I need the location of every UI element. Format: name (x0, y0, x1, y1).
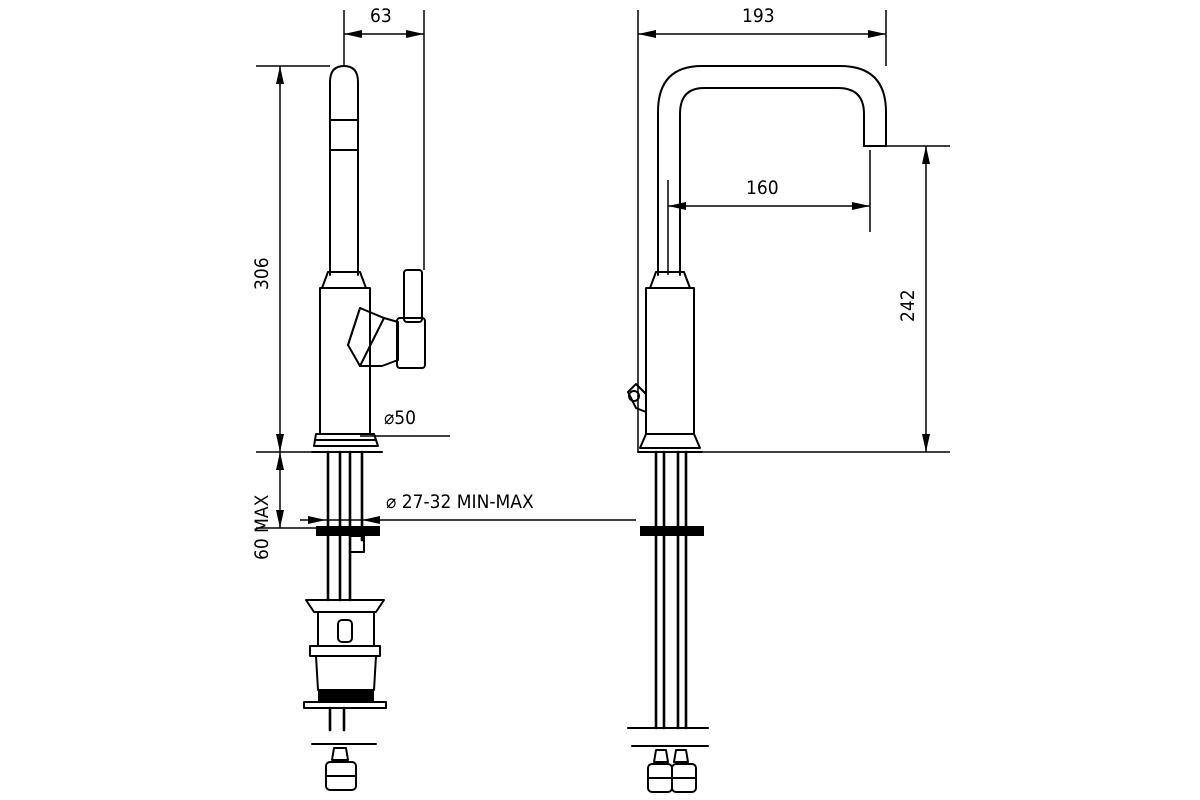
side-handle-block (396, 317, 426, 369)
front-base (639, 433, 701, 449)
side-lever (403, 269, 423, 323)
side-tailpiece (349, 535, 365, 553)
dim-side-width: 63 (370, 5, 392, 27)
dim-max-thickness: 60 MAX (251, 494, 273, 560)
side-base (313, 433, 379, 447)
side-waste-thread (318, 690, 374, 702)
dim-total-height: 306 (251, 257, 273, 290)
side-view (303, 65, 426, 791)
side-waste-body (317, 611, 375, 647)
dim-hole-diameter: ⌀ 27-32 MIN-MAX (386, 491, 534, 513)
front-lever (627, 383, 647, 413)
side-waste-top (305, 599, 385, 613)
side-collar (321, 271, 367, 289)
side-dimensions: 63 306 ⌀50 60 MAX ⌀ 27-32 MIN-MAX (251, 5, 636, 560)
front-view (627, 65, 887, 793)
front-dimensions: 193 160 242 (637, 5, 950, 453)
dim-spout-height: 242 (897, 289, 919, 322)
front-collar (649, 271, 691, 289)
front-spout-outer (657, 65, 887, 276)
front-mounting-nut (640, 526, 704, 536)
front-body (645, 287, 695, 435)
dim-spout-reach: 160 (746, 177, 779, 199)
side-spout (329, 65, 359, 276)
side-mounting-nut (316, 526, 380, 536)
side-valve (347, 307, 399, 367)
front-spout-inner (679, 87, 865, 276)
dim-base-diameter: ⌀50 (384, 407, 416, 429)
dim-overall-width: 193 (742, 5, 775, 27)
